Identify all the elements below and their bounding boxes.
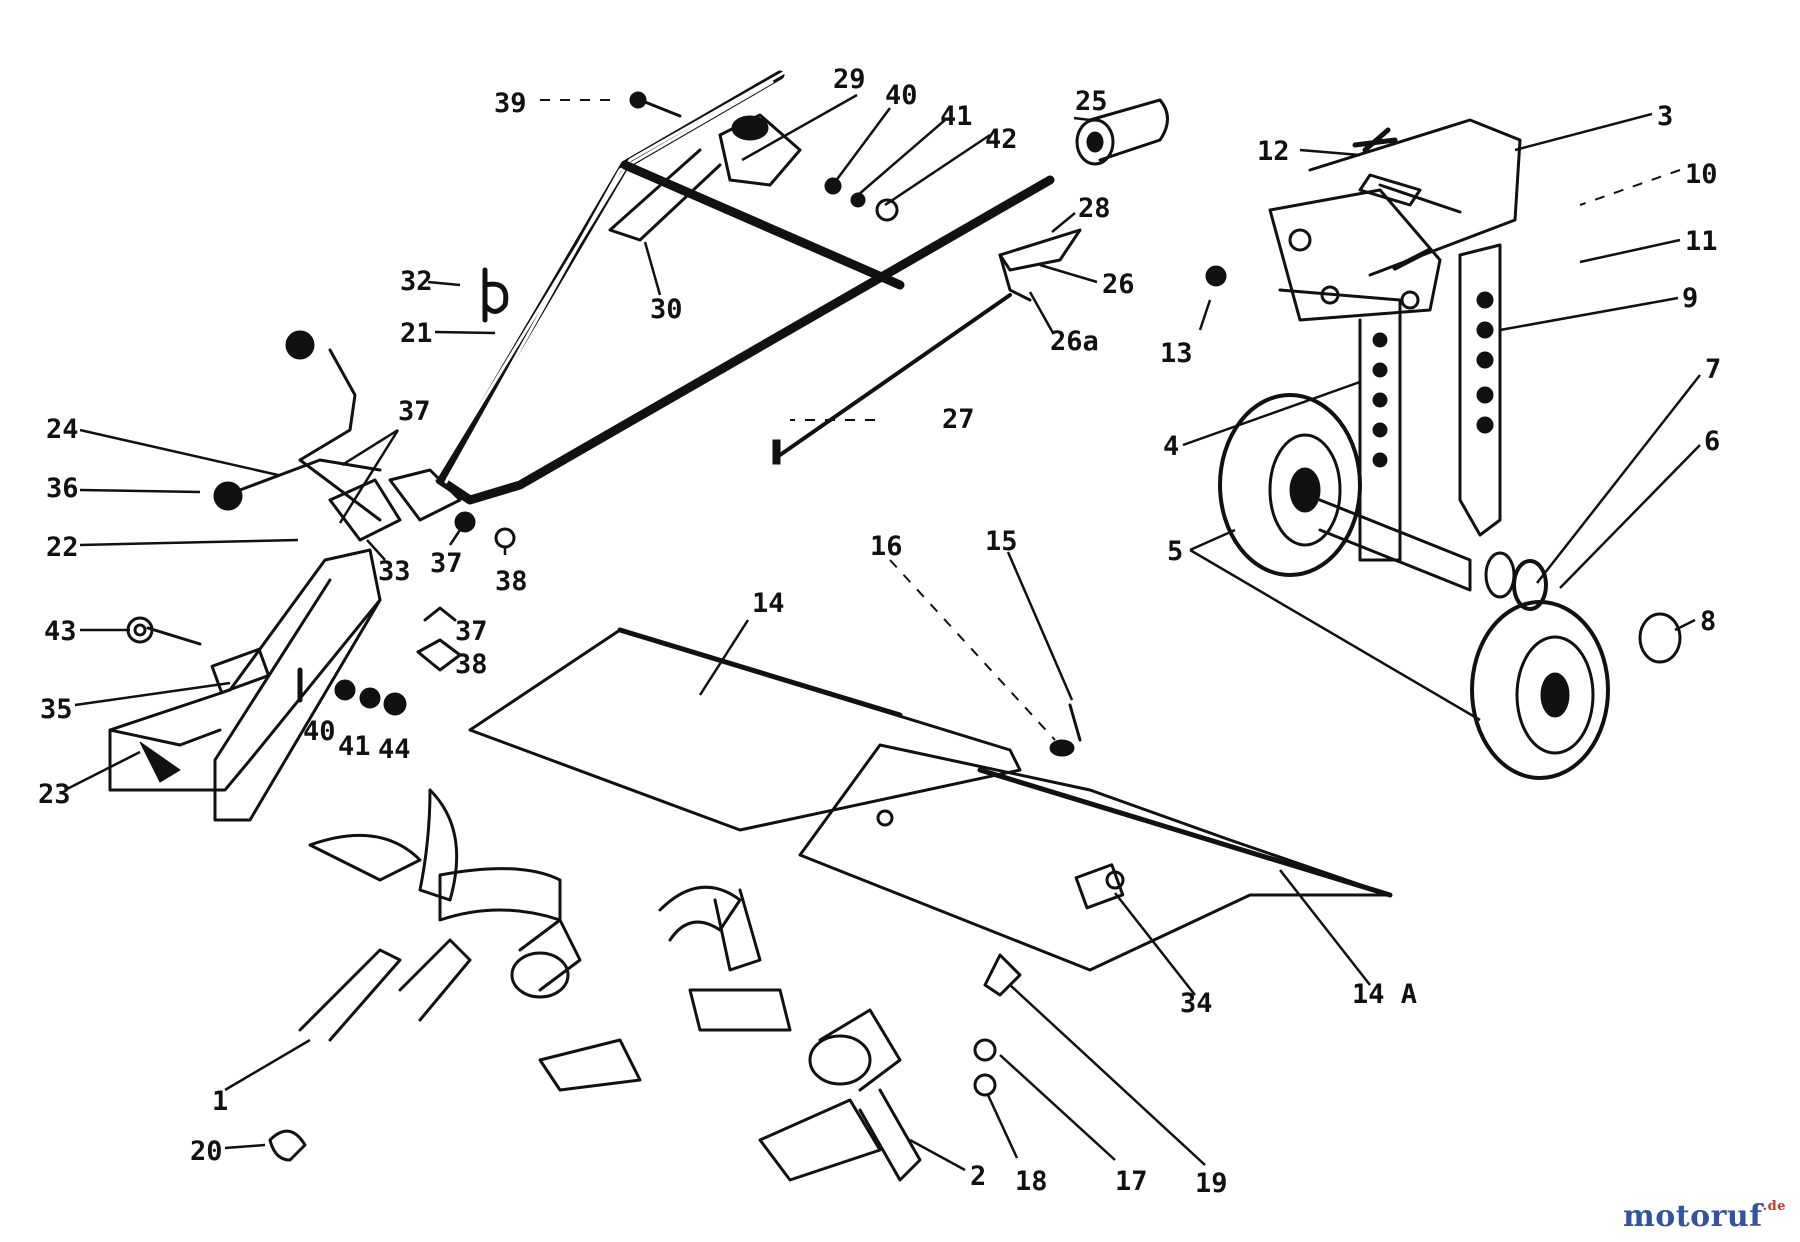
label-part-28: 28: [1078, 193, 1111, 224]
tine-shields: [468, 627, 1393, 972]
shift-knob: [285, 330, 315, 360]
label-part-24: 24: [46, 414, 79, 445]
label-part-44: 44: [378, 734, 411, 765]
watermark-tld: .de: [1762, 1199, 1786, 1214]
label-part-40-top: 40: [885, 80, 918, 111]
label-part-38-low: 38: [455, 649, 488, 680]
label-part-37-low: 37: [455, 616, 488, 647]
label-part-40-low: 40: [303, 716, 336, 747]
handlebar-tube-outline: [434, 70, 787, 484]
label-part-34: 34: [1180, 988, 1213, 1019]
label-part-21: 21: [400, 318, 433, 349]
label-part-5: 5: [1167, 536, 1183, 567]
label-part-30: 30: [650, 294, 683, 325]
label-part-29: 29: [833, 64, 866, 95]
label-part-42: 42: [985, 124, 1018, 155]
label-part-25: 25: [1075, 86, 1108, 117]
label-part-10: 10: [1685, 159, 1718, 190]
handlebar-crossbar: [620, 160, 905, 290]
label-part-16: 16: [870, 531, 903, 562]
label-part-41-top: 41: [940, 101, 973, 132]
label-part-14a: 14 A: [1352, 979, 1417, 1010]
label-part-1: 1: [212, 1086, 228, 1117]
label-part-23: 23: [38, 779, 71, 810]
label-part-39: 39: [494, 88, 527, 119]
label-part-6: 6: [1704, 426, 1720, 457]
small-hardware-top: [629, 91, 1462, 287]
label-part-7: 7: [1705, 354, 1721, 385]
label-part-11: 11: [1685, 226, 1718, 257]
clutch-lever: [998, 228, 1082, 272]
label-part-4: 4: [1163, 431, 1179, 462]
label-part-15: 15: [985, 526, 1018, 557]
label-part-19: 19: [1195, 1168, 1228, 1199]
label-part-43: 43: [44, 616, 77, 647]
label-part-37-top: 37: [398, 396, 431, 427]
label-part-32: 32: [400, 266, 433, 297]
cable-end: [772, 439, 781, 465]
clip-32: [482, 267, 509, 323]
wheel-assembly: [1218, 118, 1682, 780]
label-part-14: 14: [752, 588, 785, 619]
label-part-12: 12: [1257, 136, 1290, 167]
label-part-38-mid: 38: [495, 566, 528, 597]
gearbox-mount: [108, 330, 516, 822]
label-part-36: 36: [46, 473, 79, 504]
leader-lines: [64, 93, 1701, 1172]
label-part-37-mid: 37: [430, 548, 463, 579]
label-part-9: 9: [1682, 283, 1698, 314]
label-part-2: 2: [970, 1161, 986, 1192]
handle-grip: [1075, 98, 1169, 166]
site-watermark: motoruf.de: [1623, 1199, 1786, 1234]
part-labels: 1 2 3 4 5 6 7 8 9 10 11 12 13 14 14 A 15…: [38, 64, 1721, 1199]
label-part-27: 27: [942, 404, 975, 435]
label-part-18: 18: [1015, 1166, 1048, 1197]
label-part-13: 13: [1160, 338, 1193, 369]
label-part-8: 8: [1700, 606, 1716, 637]
handlebar-frame: [434, 70, 1082, 505]
handlebar-tube: [435, 70, 1055, 505]
watermark-text: motoruf: [1622, 1199, 1763, 1234]
control-cable: [778, 293, 1012, 457]
label-part-20: 20: [190, 1136, 223, 1167]
label-part-26: 26: [1102, 269, 1135, 300]
throttle-knob: [731, 115, 769, 141]
clutch-bracket: [998, 253, 1032, 302]
label-part-33: 33: [378, 556, 411, 587]
label-part-26a: 26a: [1050, 326, 1099, 357]
handlebar-stay: [608, 148, 722, 242]
label-part-3: 3: [1657, 101, 1673, 132]
label-part-35: 35: [40, 694, 73, 725]
tines: [268, 788, 1022, 1182]
decal-plate: [210, 647, 271, 695]
label-part-17: 17: [1115, 1166, 1148, 1197]
label-part-22: 22: [46, 532, 79, 563]
label-part-41-low: 41: [338, 731, 371, 762]
